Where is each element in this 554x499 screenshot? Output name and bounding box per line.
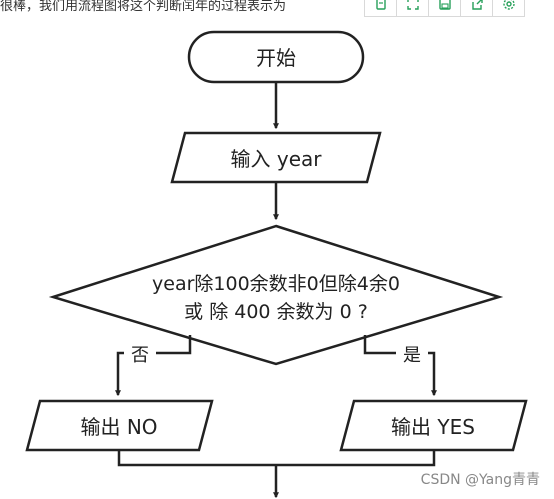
share-button[interactable] xyxy=(460,0,493,17)
input-node xyxy=(170,131,382,184)
share-icon xyxy=(471,0,483,10)
start-label: 开始 xyxy=(256,46,296,70)
watermark: CSDN @Yang青青 xyxy=(420,472,540,488)
settings-button[interactable] xyxy=(492,0,525,17)
output-no-node xyxy=(25,399,214,452)
decision-node xyxy=(48,224,504,366)
copy-icon xyxy=(375,0,386,10)
copy-button[interactable] xyxy=(364,0,397,17)
output-yes-node xyxy=(339,399,528,452)
save-icon xyxy=(438,0,451,10)
settings-icon xyxy=(502,0,515,10)
no-branch-label: 否 xyxy=(131,345,149,366)
yes-branch-label: 是 xyxy=(403,345,421,366)
input-label: 输入 year xyxy=(231,147,323,171)
output-no-label: 输出 NO xyxy=(80,415,157,439)
decision-label-line2: 或 除 400 余数为 0 ? xyxy=(184,301,368,323)
intro-text: 很棒，我们用流程图将这个判断闰年的过程表示为 xyxy=(0,0,287,14)
output-yes-label: 输出 YES xyxy=(391,415,475,439)
save-button[interactable] xyxy=(428,0,461,17)
decision-label-line1: year除100余数非0但除4余0 xyxy=(152,273,400,295)
merge-line xyxy=(117,450,436,467)
code-toolbar xyxy=(364,0,554,19)
